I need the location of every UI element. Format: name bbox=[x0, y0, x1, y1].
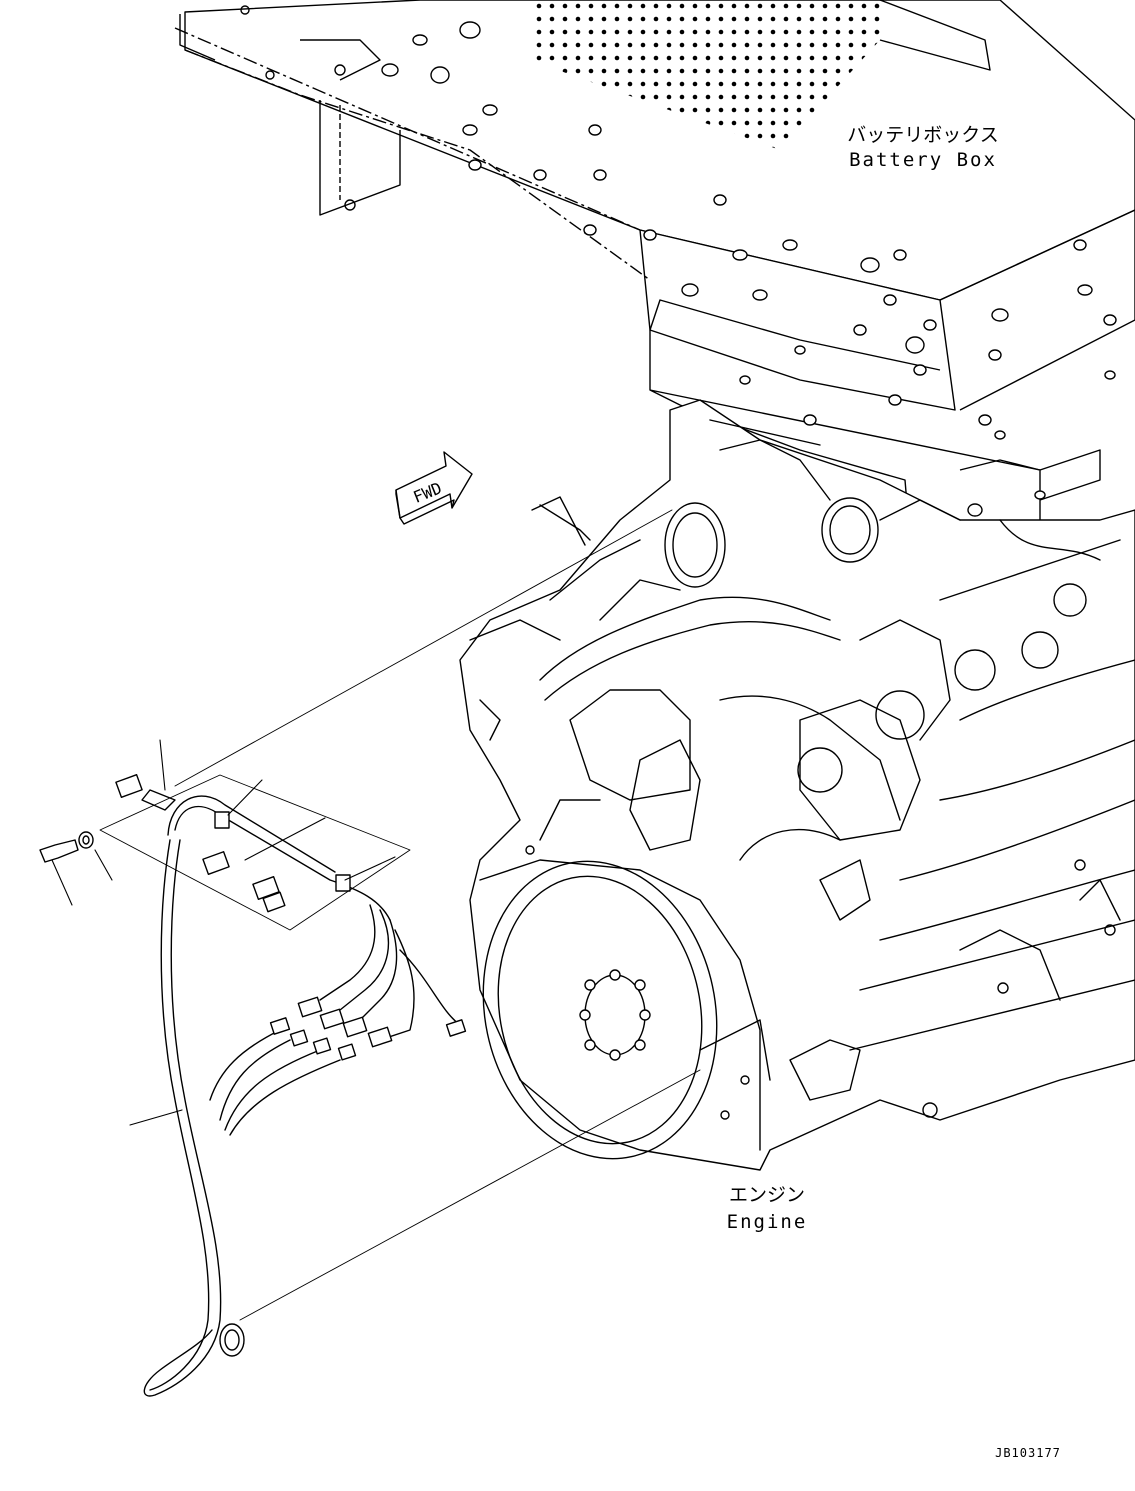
engine-label-en: Engine bbox=[727, 1211, 808, 1233]
engine-label-jp: エンジン bbox=[729, 1184, 805, 1206]
battery-box-label-jp: バッテリボックス bbox=[847, 124, 998, 146]
battery-box-drawing bbox=[174, 0, 1135, 561]
wiring-harness bbox=[39, 509, 701, 1397]
fwd-arrow bbox=[395, 451, 473, 525]
engine-drawing bbox=[459, 399, 1135, 1171]
drawing-code: JB103177 bbox=[995, 1446, 1061, 1460]
battery-box-label-en: Battery Box bbox=[849, 149, 997, 171]
